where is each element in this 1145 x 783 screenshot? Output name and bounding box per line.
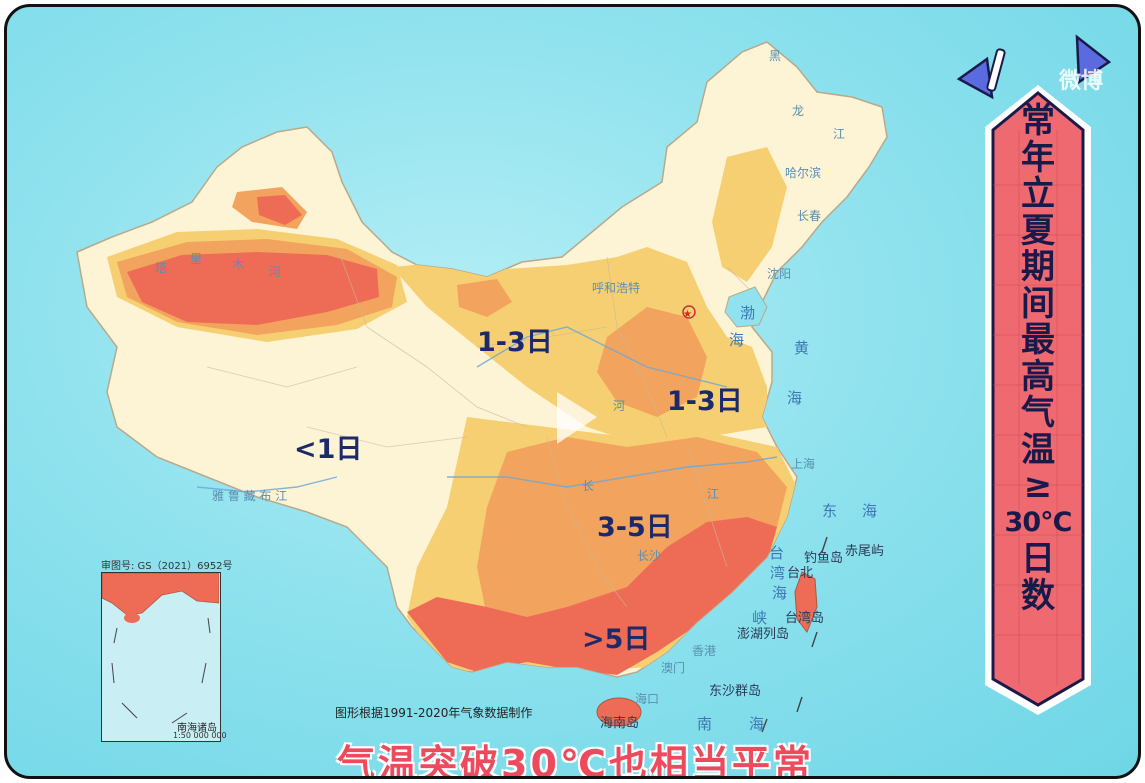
- place-penghu: 澎湖列岛: [737, 627, 790, 642]
- inset-scale: 1:50 000 000: [173, 731, 227, 740]
- banner-text: 常 年 立 夏 期 间 最 高 气 温 ≥ 30°C 日 数: [979, 103, 1097, 614]
- source-note: 图形根据1991-2020年气象数据制作: [335, 706, 533, 720]
- banner-char: 常: [1021, 101, 1055, 141]
- river-heilong-1: 黑: [769, 49, 782, 63]
- zone-mid-hexi: [457, 279, 512, 317]
- hainan-island: [596, 697, 642, 727]
- sea-bohai-1: 渤: [740, 304, 758, 322]
- banner-char: 气: [1021, 393, 1055, 433]
- sea-south-2: 海: [749, 715, 767, 733]
- banner-char: 间: [1021, 283, 1055, 324]
- river-yangtze-2: 江: [707, 487, 720, 501]
- place-changsha: 长沙: [637, 549, 662, 563]
- place-diaoyu: 钓鱼岛: [804, 551, 844, 566]
- zone-light-northeast: [712, 147, 787, 282]
- banner-char: 温: [1021, 429, 1055, 470]
- banner-char: 30°C: [1004, 506, 1073, 538]
- river-heilong-3: 江: [833, 127, 846, 141]
- map-frame: ★: [4, 4, 1141, 779]
- place-hongkong: 香港: [692, 644, 717, 658]
- strait-1: 台: [769, 544, 787, 562]
- banner-char: 日: [1021, 539, 1055, 579]
- zone-label-north: 1-3日: [477, 327, 553, 358]
- inset-title: 南海诸岛: [177, 723, 217, 734]
- place-shenyang: 沈阳: [767, 267, 792, 281]
- zone-high-tarim: [127, 252, 379, 325]
- zone-label-south: >5日: [582, 624, 651, 655]
- banner-char: 数: [1021, 575, 1055, 616]
- map-approval-number: 审图号: GS（2021）6952号: [101, 561, 233, 572]
- place-hainan: 海南岛: [600, 716, 640, 731]
- river-tarim-4: 河: [269, 265, 282, 279]
- strait-2: 湾: [770, 564, 788, 582]
- decor-triangles: [956, 34, 1112, 100]
- sea-east-1: 东: [822, 502, 840, 520]
- place-taipei: 台北: [787, 566, 814, 581]
- river-yellow: 河: [613, 399, 626, 413]
- bohai-sea: [724, 286, 768, 328]
- watermark: 微博: [1059, 69, 1104, 94]
- zone-mid-north: [597, 307, 707, 417]
- zone-high-south: [407, 517, 777, 675]
- banner-char: 立: [1021, 174, 1055, 214]
- video-caption: 气温突破30℃也相当平常: [337, 742, 814, 779]
- place-taiwan: 台湾岛: [785, 611, 825, 626]
- zone-label-west: <1日: [294, 434, 363, 465]
- play-button-overlay: [557, 392, 597, 444]
- place-shanghai: 上海: [791, 457, 816, 471]
- sea-bohai-2: 海: [729, 331, 747, 349]
- strait-3: 海: [772, 584, 790, 602]
- taiwan-island: [794, 571, 818, 634]
- river-tarim-1: 塔: [155, 261, 168, 275]
- river-heilong-2: 龙: [792, 104, 805, 118]
- place-harbin: 哈尔滨: [785, 166, 822, 180]
- place-macau: 澳门: [661, 661, 686, 675]
- place-changchun: 长春: [797, 209, 822, 223]
- place-chiwei: 赤尾屿: [845, 544, 885, 559]
- river-yarlung: 雅 鲁 藏 布 江: [212, 489, 288, 503]
- banner-char: 高: [1021, 356, 1055, 397]
- banner-char: 年: [1021, 137, 1055, 178]
- sea-east-2: 海: [862, 502, 880, 520]
- zone-high-turpan: [257, 195, 302, 225]
- zone-mid-central: [477, 437, 787, 647]
- sea-yellow-1: 黄: [794, 339, 812, 357]
- banner-char: 期: [1021, 247, 1055, 287]
- river-yangtze-1: 长: [582, 479, 595, 493]
- zone-label-central: 3-5日: [597, 512, 673, 543]
- river-tarim-2: 里: [190, 252, 203, 266]
- banner-char: 夏: [1021, 210, 1055, 251]
- river-tarim-3: 木: [232, 257, 245, 271]
- zone-label-east: 1-3日: [667, 386, 743, 417]
- south-china-sea-inset: [101, 572, 221, 742]
- svg-text:★: ★: [683, 309, 692, 320]
- sea-yellow-2: 海: [787, 389, 805, 407]
- place-hohhot: 呼和浩特: [592, 281, 641, 295]
- china-map: ★: [76, 34, 1112, 733]
- banner-char: ≥: [1023, 466, 1053, 506]
- strait-4: 峡: [752, 609, 770, 627]
- title-banner: 常 年 立 夏 期 间 最 高 气 温 ≥ 30°C 日 数: [979, 85, 1097, 715]
- place-haikou: 海口: [635, 692, 660, 706]
- banner-char: 最: [1021, 320, 1055, 360]
- place-dongsha: 东沙群岛: [709, 684, 762, 699]
- sea-south-1: 南: [697, 715, 715, 733]
